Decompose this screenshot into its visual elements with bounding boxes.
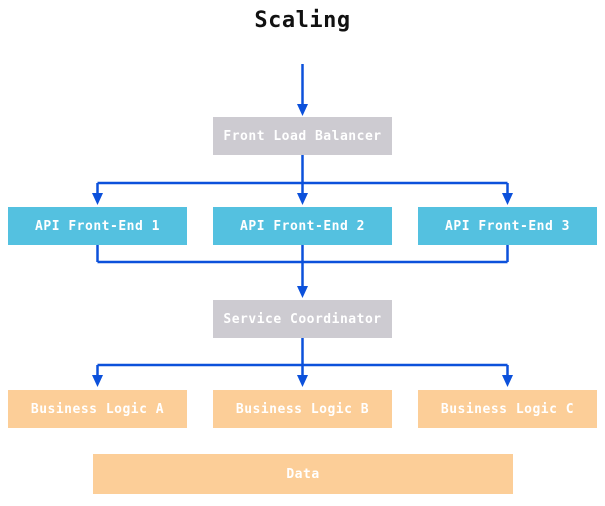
arrowhead — [297, 286, 308, 298]
node-business-logic-a: Business Logic A — [8, 390, 187, 428]
node-api-front-end-2: API Front-End 2 — [213, 207, 392, 245]
node-front-load-balancer: Front Load Balancer — [213, 117, 392, 155]
diagram-title: Scaling — [254, 8, 351, 33]
arrowhead — [502, 193, 513, 205]
node-api-front-end-3: API Front-End 3 — [418, 207, 597, 245]
arrowhead — [92, 375, 103, 387]
node-business-logic-b: Business Logic B — [213, 390, 392, 428]
edge-apis-to-coordinator — [96, 245, 509, 286]
arrowhead — [297, 375, 308, 387]
node-api-front-end-1: API Front-End 1 — [8, 207, 187, 245]
edge-coordinator-to-logic — [96, 337, 509, 375]
node-service-coordinator: Service Coordinator — [213, 300, 392, 338]
arrowhead — [502, 375, 513, 387]
arrowhead — [297, 104, 308, 116]
node-data: Data — [93, 454, 513, 494]
node-business-logic-c: Business Logic C — [418, 390, 597, 428]
edge-flb-to-apis — [96, 155, 509, 193]
arrowhead — [92, 193, 103, 205]
arrowhead — [297, 193, 308, 205]
